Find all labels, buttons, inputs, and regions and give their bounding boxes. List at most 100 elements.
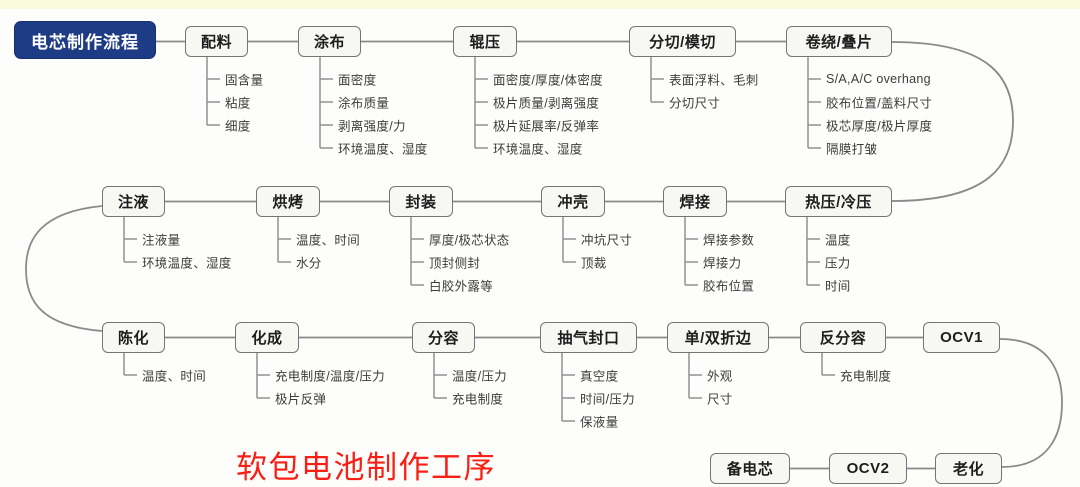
parameter-item: 充电制度 bbox=[452, 392, 504, 407]
parameter-item: 极片反弹 bbox=[275, 392, 327, 407]
parameter-item: 环境温度、湿度 bbox=[493, 142, 583, 157]
process-node-label: 老化 bbox=[952, 461, 984, 478]
process-node-label: 电芯制作流程 bbox=[31, 32, 139, 52]
process-node-reya-lengya: 热压/冷压 bbox=[785, 186, 892, 217]
process-node-label: OCV1 bbox=[940, 329, 983, 346]
branch-hanjie bbox=[684, 217, 698, 286]
branch-juanrao-diepian bbox=[807, 57, 821, 149]
process-node-label: 冲壳 bbox=[557, 194, 589, 211]
parameter-item: 冲坑尺寸 bbox=[581, 233, 633, 248]
parameter-item: 顶封侧封 bbox=[429, 256, 481, 271]
process-node-label: 封装 bbox=[405, 194, 437, 211]
parameter-item: 顶裁 bbox=[581, 256, 607, 271]
parameter-item: 极片质量/剥离强度 bbox=[493, 96, 600, 111]
parameter-item: 温度、时间 bbox=[142, 369, 207, 384]
process-node-peiliao: 配料 bbox=[185, 26, 248, 57]
parameter-item: 分切尺寸 bbox=[669, 96, 721, 111]
curve-juanrao-reya bbox=[891, 41, 1014, 202]
branch-huacheng bbox=[256, 353, 270, 399]
process-node-label: 涂布 bbox=[313, 34, 345, 51]
process-node-label: 配料 bbox=[200, 34, 232, 51]
parameter-item: 粘度 bbox=[225, 96, 251, 111]
parameter-item: 温度/压力 bbox=[452, 369, 507, 384]
process-node-label: 单/双折边 bbox=[684, 330, 752, 347]
process-node-label: 辊压 bbox=[469, 34, 501, 51]
process-node-chouqi-fengkou: 抽气封口 bbox=[540, 322, 637, 353]
parameter-item: 时间/压力 bbox=[580, 392, 635, 407]
process-node-huacheng: 化成 bbox=[235, 322, 299, 353]
parameter-item: 焊接力 bbox=[703, 256, 742, 271]
process-node-label: 注液 bbox=[117, 194, 149, 211]
parameter-item: 温度、时间 bbox=[296, 233, 361, 248]
process-node-laohua: 老化 bbox=[935, 453, 1002, 484]
curve-zhuye-chenhua bbox=[25, 205, 103, 332]
process-node-label: 陈化 bbox=[117, 330, 149, 347]
process-node-juanrao-diepian: 卷绕/叠片 bbox=[786, 26, 892, 57]
parameter-item: 极芯厚度/极片厚度 bbox=[826, 119, 933, 134]
parameter-item: 极片延展率/反弹率 bbox=[493, 119, 600, 134]
process-node-label: 卷绕/叠片 bbox=[805, 34, 873, 51]
parameter-item: 环境温度、湿度 bbox=[338, 142, 428, 157]
process-node-label: 分切/模切 bbox=[649, 34, 716, 51]
branch-dan-shuang-zhebian bbox=[688, 353, 702, 399]
parameter-item: 环境温度、湿度 bbox=[142, 256, 232, 271]
parameter-item: 隔膜打皱 bbox=[826, 142, 878, 157]
parameter-item: 注液量 bbox=[142, 233, 181, 248]
process-node-hongkao: 烘烤 bbox=[256, 186, 320, 217]
branch-hongkao bbox=[277, 217, 291, 263]
branch-chouqi-fengkou bbox=[561, 353, 575, 422]
branch-gunya bbox=[474, 57, 488, 149]
parameter-item: 水分 bbox=[296, 256, 322, 271]
parameter-item: 固含量 bbox=[225, 73, 264, 88]
top-accent-strip bbox=[0, 0, 1080, 9]
branch-fengzhuang bbox=[410, 217, 424, 286]
process-node-gunya: 辊压 bbox=[453, 26, 517, 57]
parameter-item: 真空度 bbox=[580, 369, 619, 384]
parameter-item: 充电制度/温度/压力 bbox=[275, 369, 385, 384]
process-node-dan-shuang-zhebian: 单/双折边 bbox=[667, 322, 769, 353]
process-node-chongke: 冲壳 bbox=[541, 186, 605, 217]
process-node-tubu: 涂布 bbox=[298, 26, 361, 57]
process-node-label: 热压/冷压 bbox=[805, 194, 872, 211]
branch-chenhua bbox=[123, 353, 137, 376]
branch-chongke bbox=[562, 217, 576, 263]
parameter-item: 表面浮料、毛刺 bbox=[669, 73, 759, 88]
parameter-item: 涂布质量 bbox=[338, 96, 390, 111]
parameter-item: 白胶外露等 bbox=[429, 279, 494, 294]
parameter-item: 充电制度 bbox=[840, 369, 892, 384]
parameter-item: 胶布位置 bbox=[703, 279, 755, 294]
branch-peiliao bbox=[206, 57, 220, 126]
process-node-label: 抽气封口 bbox=[557, 330, 620, 347]
parameter-item: 压力 bbox=[825, 256, 851, 271]
process-node-fenqie-moqie: 分切/模切 bbox=[629, 26, 736, 57]
process-node-fengzhuang: 封装 bbox=[389, 186, 453, 217]
process-node-bei-dianxin: 备电芯 bbox=[710, 453, 790, 484]
process-node-ocv1: OCV1 bbox=[923, 322, 1000, 353]
process-node-label: OCV2 bbox=[846, 460, 890, 477]
curve-ocv1-laohua bbox=[999, 338, 1063, 468]
branch-fanfenrong bbox=[821, 353, 835, 376]
branch-zhuye bbox=[123, 217, 137, 263]
process-node-hanjie: 焊接 bbox=[663, 186, 727, 217]
process-node-chenhua: 陈化 bbox=[102, 322, 165, 353]
branch-fenqie-moqie bbox=[650, 57, 664, 103]
process-node-fanfenrong: 反分容 bbox=[800, 322, 886, 353]
process-node-label: 化成 bbox=[251, 330, 283, 347]
process-node-process-title: 电芯制作流程 bbox=[14, 21, 156, 59]
parameter-item: 胶布位置/盖料尺寸 bbox=[826, 96, 933, 111]
parameter-item: 时间 bbox=[825, 279, 851, 294]
branch-fenrong bbox=[433, 353, 447, 399]
branch-tubu bbox=[319, 57, 333, 149]
parameter-item: 温度 bbox=[825, 233, 851, 248]
process-node-label: 分容 bbox=[427, 330, 459, 347]
parameter-item: S/A,A/C overhang bbox=[826, 72, 931, 86]
parameter-item: 剥离强度/力 bbox=[338, 119, 406, 134]
parameter-item: 厚度/极芯状态 bbox=[429, 233, 510, 248]
parameter-item: 面密度/厚度/体密度 bbox=[493, 73, 603, 88]
parameter-item: 面密度 bbox=[338, 73, 377, 88]
process-node-zhuye: 注液 bbox=[102, 186, 165, 217]
parameter-item: 外观 bbox=[707, 369, 733, 384]
parameter-item: 焊接参数 bbox=[703, 233, 755, 248]
process-node-label: 反分容 bbox=[819, 330, 867, 347]
